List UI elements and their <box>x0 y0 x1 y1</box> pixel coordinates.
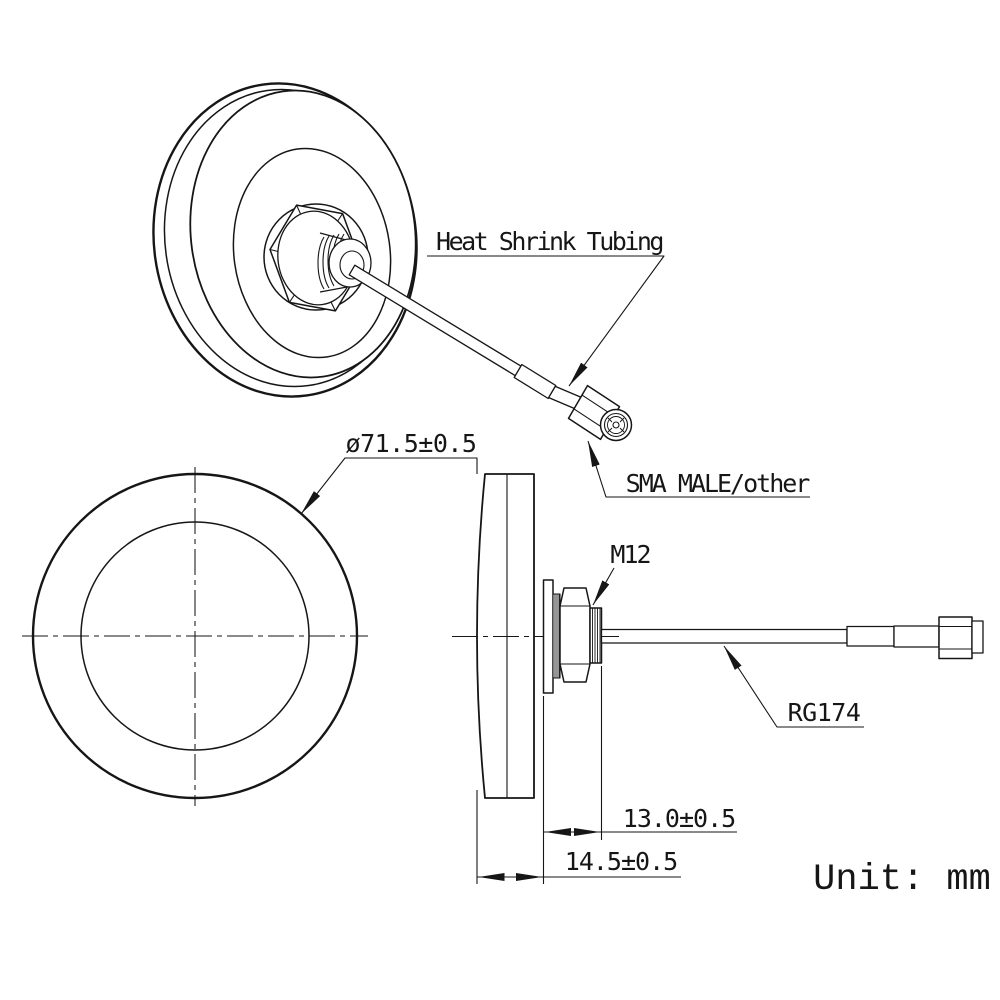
side-cable <box>600 628 848 644</box>
side-thread-gap-hatch <box>554 594 560 678</box>
callout-m12: M12 <box>592 540 652 606</box>
sma-leader-line <box>587 440 810 498</box>
connector-pin <box>612 421 620 429</box>
side-thread-hatch <box>592 608 601 663</box>
diameter-leader-line <box>300 457 478 515</box>
dimension-outer-diameter: ø71.5±0.5 <box>300 429 478 515</box>
collar-inner-rim <box>339 250 365 280</box>
connector-face-inner <box>607 416 625 434</box>
dim-145-label: 14.5±0.5 <box>565 847 677 876</box>
heat-shrink-3d <box>513 363 557 400</box>
side-hex-nut <box>559 587 591 683</box>
side-hex-nut-chamfer-lines <box>560 605 590 665</box>
disc-inner-face <box>232 147 392 359</box>
heat-shrink-label: Heat Shrink Tubing <box>436 227 662 256</box>
unit-note-label: Unit: mm <box>813 859 991 901</box>
diameter-dim-label: ø71.5±0.5 <box>346 429 477 458</box>
side-washer <box>542 579 554 694</box>
perspective-view <box>152 82 633 442</box>
m12-leader-line <box>592 567 615 606</box>
heat-shrink-leader-line <box>427 255 665 387</box>
thread-ridges <box>317 233 345 290</box>
callout-heat-shrink: Heat Shrink Tubing <box>427 227 665 387</box>
rg174-label: RG174 <box>788 698 861 727</box>
side-sma-hex <box>938 616 973 660</box>
connector-face-ring <box>603 412 629 438</box>
dim-13-label: 13.0±0.5 <box>623 804 735 833</box>
sma-male-label: SMA MALE/other <box>626 469 811 498</box>
rg174-leader-line <box>723 645 864 728</box>
callout-sma-male: SMA MALE/other <box>587 440 812 498</box>
connector-face-spokes <box>607 417 625 433</box>
side-heat-shrink <box>846 625 895 647</box>
side-sma-hex-lines <box>939 625 972 650</box>
side-view <box>452 473 984 799</box>
dimension-housing-thickness: 14.5±0.5 <box>476 790 681 884</box>
m12-label: M12 <box>610 540 649 569</box>
front-view <box>22 467 368 806</box>
callout-rg174: RG174 <box>723 645 864 728</box>
side-crimp-barrel <box>893 625 940 648</box>
dimension-mount-protrusion: 13.0±0.5 <box>542 666 737 884</box>
side-sma-endcap <box>971 620 984 654</box>
